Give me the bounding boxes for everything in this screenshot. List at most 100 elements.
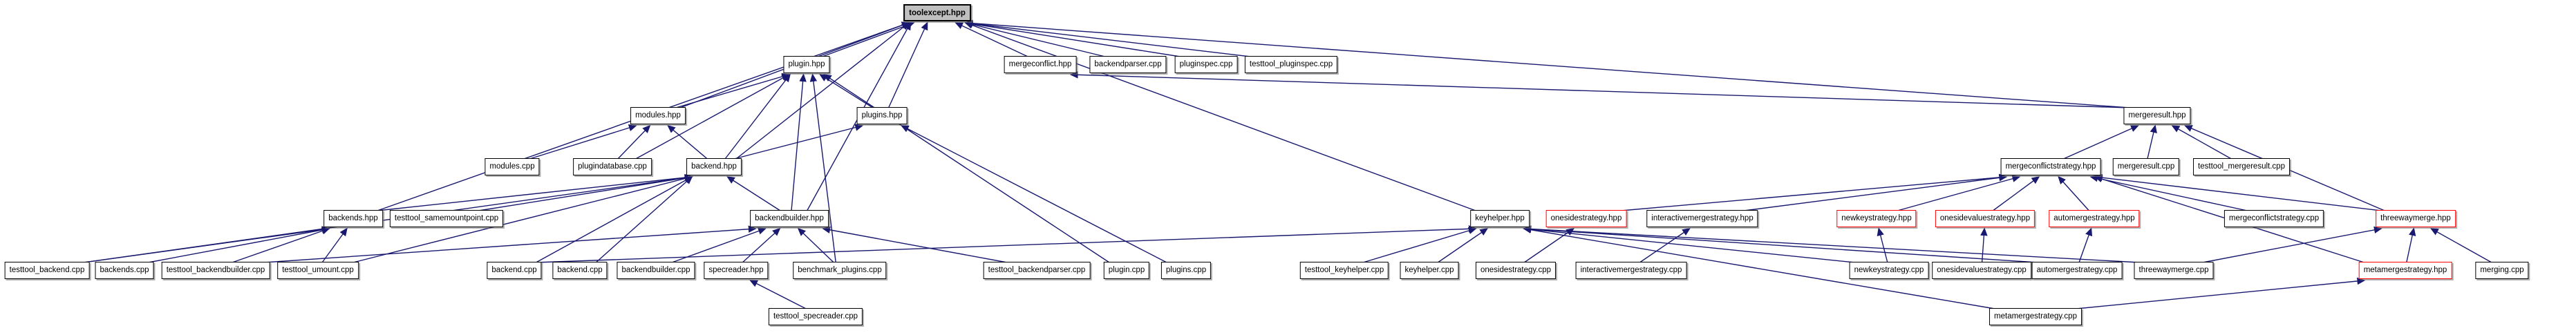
node-newkeystrategy_cpp[interactable]: newkeystrategy.cpp [1849, 262, 1929, 279]
node-onesidevaluestrategy_cpp[interactable]: onesidevaluestrategy.cpp [1932, 262, 2031, 279]
node-plugin_cpp[interactable]: plugin.cpp [1103, 262, 1150, 279]
node-modules_hpp[interactable]: modules.hpp [630, 107, 686, 124]
edge-onesidevaluestrategy_cpp-to-onesidevaluestrategy_hpp [1980, 227, 1988, 263]
node-mergeconflict_hpp[interactable]: mergeconflict.hpp [1004, 56, 1077, 73]
node-testtool_specreader_cpp[interactable]: testtool_specreader.cpp [768, 308, 863, 325]
node-backendbuilder_hpp[interactable]: backendbuilder.hpp [750, 210, 829, 227]
node-interactivemergestrategy_cpp[interactable]: interactivemergestrategy.cpp [1575, 262, 1687, 279]
node-mergeresult_cpp[interactable]: mergeresult.cpp [2112, 158, 2180, 175]
edge-mergeconflictstrategy_hpp-to-mergeresult_hpp [2063, 125, 2139, 160]
edge-testtool_umount_cpp-to-backends_hpp [321, 227, 348, 263]
edge-interactivemergestrategy_cpp-to-interactivemergestrategy_hpp [1639, 227, 1691, 263]
edge-keyhelper_cpp-to-keyhelper_hpp [1437, 227, 1489, 263]
node-onesidestrategy_cpp[interactable]: onesidestrategy.cpp [1475, 262, 1557, 279]
edge-threewaymerge_cpp-to-keyhelper_hpp [1523, 225, 2140, 263]
node-testtool_samemountpoint_cpp[interactable]: testtool_samemountpoint.cpp [389, 210, 504, 227]
edge-onesidevaluestrategy_hpp-to-mergeconflictstrategy_hpp [1992, 175, 2040, 211]
edge-pluginspec_cpp-to-toolexcept [964, 20, 1181, 57]
edge-mergeconflict_hpp-to-toolexcept [955, 22, 1028, 57]
edge-mergeresult_hpp-to-mergeconflict_hpp [1069, 71, 2130, 108]
edge-newkeystrategy_hpp-to-mergeconflictstrategy_hpp [1897, 175, 2021, 211]
node-newkeystrategy_hpp[interactable]: newkeystrategy.hpp [1836, 210, 1917, 227]
edge-newkeystrategy_cpp-to-keyhelper_hpp [1523, 225, 1855, 263]
node-benchmark_plugins_cpp[interactable]: benchmark_plugins.cpp [793, 262, 887, 279]
edge-onesidestrategy_cpp-to-onesidestrategy_hpp [1523, 227, 1575, 263]
edge-backend_cpp_1-to-keyhelper_hpp [536, 225, 1477, 263]
node-backend_hpp[interactable]: backend.hpp [686, 158, 742, 175]
node-testtool_mergeresult_cpp[interactable]: testtool_mergeresult.cpp [2193, 158, 2290, 175]
edge-mergeconflictstrategy_cpp-to-mergeconflictstrategy_hpp [2089, 175, 2248, 211]
edge-metamergestrategy_hpp-to-threewaymerge_hpp [2406, 227, 2416, 263]
edge-testtool_backendbuilder_cpp-to-backendbuilder_hpp [264, 225, 757, 263]
edge-metamergestrategy_cpp-to-keyhelper_hpp [1523, 226, 1995, 309]
edge-automergestrategy_cpp-to-keyhelper_hpp [1523, 225, 2038, 263]
node-backends_hpp[interactable]: backends.hpp [323, 210, 383, 227]
node-testtool_umount_cpp[interactable]: testtool_umount.cpp [277, 262, 359, 279]
edge-onesidestrategy_hpp-to-mergeconflictstrategy_hpp [1621, 173, 2008, 211]
node-metamergestrategy_cpp[interactable]: metamergestrategy.cpp [1989, 308, 2082, 325]
edge-mergeresult_cpp-to-mergeresult_hpp [2147, 124, 2157, 160]
node-backendparser_cpp[interactable]: backendparser.cpp [1089, 56, 1167, 73]
edge-testtool_mergeresult_cpp-to-mergeresult_hpp [2171, 125, 2232, 160]
edge-backend_hpp-to-toolexcept [735, 21, 910, 160]
node-automergestrategy_hpp[interactable]: automergestrategy.hpp [2049, 210, 2140, 227]
node-plugin_hpp[interactable]: plugin.hpp [783, 56, 830, 73]
node-keyhelper_cpp[interactable]: keyhelper.cpp [1400, 262, 1459, 279]
node-automergestrategy_cpp[interactable]: automergestrategy.cpp [2031, 262, 2123, 279]
edge-testtool_pluginspec_cpp-to-toolexcept [964, 19, 1251, 57]
node-mergeconflictstrategy_cpp[interactable]: mergeconflictstrategy.cpp [2224, 210, 2324, 227]
edge-testtool_backendbuilder_cpp-to-backends_hpp [232, 227, 330, 263]
edge-backendparser_cpp-to-toolexcept [964, 21, 1106, 57]
edge-plugindatabase_cpp-to-plugin_hpp [635, 74, 791, 160]
node-plugins_hpp[interactable]: plugins.hpp [856, 107, 908, 124]
edge-plugins_hpp-to-plugin_hpp [819, 74, 874, 108]
edge-backend_hpp-to-modules_hpp [667, 124, 708, 160]
node-pluginspec_cpp[interactable]: pluginspec.cpp [1174, 56, 1238, 73]
node-merging_cpp[interactable]: merging.cpp [2475, 262, 2529, 279]
node-backend_cpp_2[interactable]: backend.cpp [552, 262, 608, 279]
edge-automergestrategy_cpp-to-automergestrategy_hpp [2078, 227, 2093, 263]
edge-backend_cpp_2-to-backend_hpp [595, 175, 693, 263]
node-metamergestrategy_hpp[interactable]: metamergestrategy.hpp [2358, 262, 2452, 279]
edge-merging_cpp-to-threewaymerge_hpp [2429, 228, 2492, 263]
node-backends_cpp[interactable]: backends.cpp [95, 262, 154, 279]
edge-newkeystrategy_cpp-to-newkeystrategy_hpp [1877, 227, 1888, 263]
edge-backends_hpp-to-backend_hpp [377, 173, 693, 211]
node-backend_cpp_1[interactable]: backend.cpp [487, 262, 542, 279]
edge-backend_cpp_1-to-backend_hpp [536, 176, 693, 263]
edge-plugins_cpp-to-plugins_hpp [900, 125, 1167, 263]
edge-keyhelper_hpp-to-toolexcept [964, 21, 1476, 211]
edge-backend_hpp-to-plugins_hpp [733, 124, 864, 160]
node-toolexcept[interactable]: toolexcept.hpp [903, 4, 971, 21]
node-onesidestrategy_hpp[interactable]: onesidestrategy.hpp [1545, 210, 1627, 227]
edge-testtool_backend_cpp-to-backends_hpp [84, 226, 330, 263]
edge-plugindatabase_cpp-to-modules_hpp [617, 124, 651, 160]
node-plugins_cpp[interactable]: plugins.cpp [1160, 262, 1212, 279]
node-specreader_hpp[interactable]: specreader.hpp [704, 262, 769, 279]
edge-modules_hpp-to-plugin_hpp [675, 73, 791, 108]
node-testtool_keyhelper_cpp[interactable]: testtool_keyhelper.cpp [1299, 262, 1389, 279]
node-plugindatabase_cpp[interactable]: plugindatabase.cpp [573, 158, 652, 175]
node-testtool_pluginspec_cpp[interactable]: testtool_pluginspec.cpp [1244, 56, 1338, 73]
edge-testtool_keyhelper_cpp-to-keyhelper_hpp [1362, 227, 1477, 263]
node-onesidevaluestrategy_hpp[interactable]: onesidevaluestrategy.hpp [1935, 210, 2036, 227]
edge-plugin_hpp-to-toolexcept [822, 21, 915, 57]
edge-threewaymerge_cpp-to-threewaymerge_hpp [2202, 226, 2382, 263]
node-testtool_backendparser_cpp[interactable]: testtool_backendparser.cpp [983, 262, 1091, 279]
node-mergeconflictstrategy_hpp[interactable]: mergeconflictstrategy.hpp [2000, 158, 2101, 175]
node-keyhelper_hpp[interactable]: keyhelper.hpp [1470, 210, 1530, 227]
node-testtool_backendbuilder_cpp[interactable]: testtool_backendbuilder.cpp [161, 262, 270, 279]
edge-testtool_backendparser_cpp-to-backendbuilder_hpp [822, 226, 1008, 263]
node-modules_cpp[interactable]: modules.cpp [485, 158, 540, 175]
node-backendbuilder_cpp[interactable]: backendbuilder.cpp [617, 262, 695, 279]
node-threewaymerge_hpp[interactable]: threewaymerge.hpp [2376, 210, 2456, 227]
node-mergeresult_hpp[interactable]: mergeresult.hpp [2123, 107, 2191, 124]
node-threewaymerge_cpp[interactable]: threewaymerge.cpp [2134, 262, 2214, 279]
node-interactivemergestrategy_hpp[interactable]: interactivemergestrategy.hpp [1646, 210, 1758, 227]
edge-testtool_samemountpoint_cpp-to-backend_hpp [478, 174, 693, 211]
edge-plugins_hpp-to-toolexcept [887, 21, 928, 108]
edge-metamergestrategy_cpp-to-metamergestrategy_hpp [2076, 277, 2366, 309]
node-testtool_backend_cpp[interactable]: testtool_backend.cpp [4, 262, 90, 279]
edge-benchmark_plugins_cpp-to-backendbuilder_hpp [797, 227, 834, 263]
